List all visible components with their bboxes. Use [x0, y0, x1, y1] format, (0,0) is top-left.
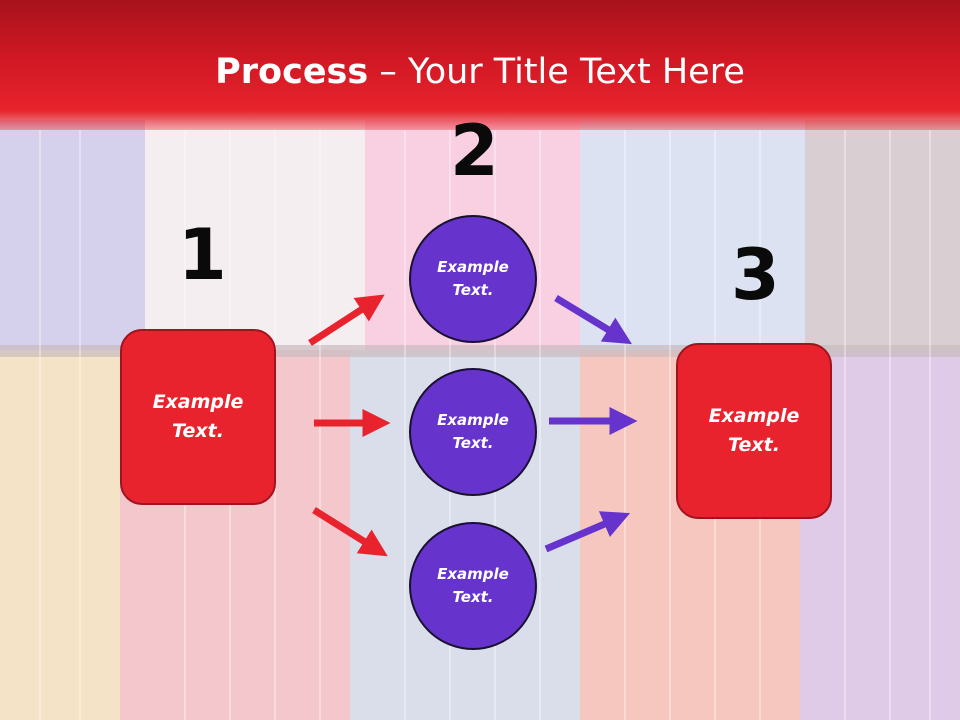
circle-middle: Example Text.	[409, 368, 537, 496]
circle-bottom-line2: Text.	[452, 588, 494, 606]
step-number-2: 2	[450, 110, 499, 192]
left-box-line1: Example	[152, 391, 244, 413]
circle-middle-line1: Example	[437, 411, 509, 429]
circle-top-line2: Text.	[452, 281, 494, 299]
circle-bottom: Example Text.	[409, 522, 537, 650]
arrow-purple-down	[554, 295, 632, 345]
title-bar	[0, 0, 960, 130]
arrow-red-down	[312, 507, 388, 557]
arrow-red-up	[308, 294, 385, 346]
left-box-line2: Text.	[172, 420, 224, 442]
title-rest: – Your Title Text Here	[368, 52, 745, 92]
right-box-line1: Example	[708, 405, 800, 427]
circle-bottom-line1: Example	[437, 565, 509, 583]
slide-title: Process – Your Title Text Here	[0, 52, 960, 92]
right-box-line2: Text.	[728, 434, 780, 456]
circle-top: Example Text.	[409, 215, 537, 343]
title-bold: Process	[215, 52, 369, 92]
step-number-1: 1	[178, 214, 227, 296]
arrow-purple-up	[544, 511, 631, 553]
circle-middle-line2: Text.	[452, 434, 494, 452]
step-number-3: 3	[731, 234, 780, 316]
right-box: Example Text.	[676, 343, 832, 519]
left-box: Example Text.	[120, 329, 276, 505]
circle-top-line1: Example	[437, 258, 509, 276]
